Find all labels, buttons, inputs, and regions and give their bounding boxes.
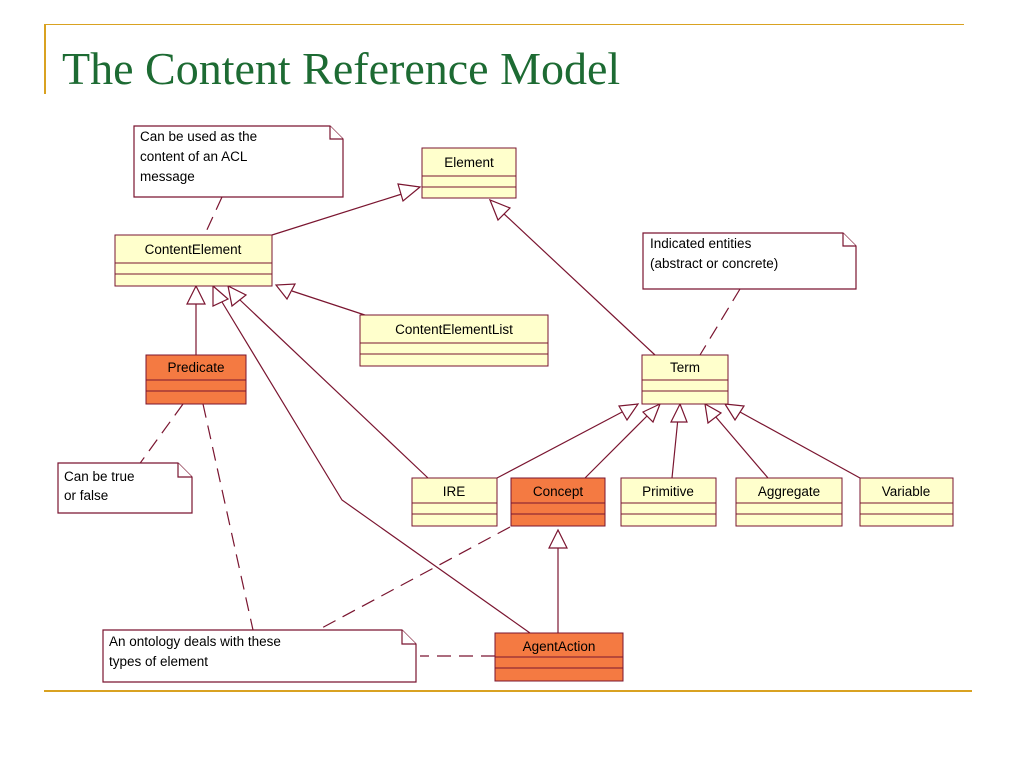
arrowhead-to-element-2 (488, 198, 512, 222)
arrowhead-to-contentelement-4 (212, 284, 230, 307)
note-ontology-line-2: types of element (109, 654, 208, 669)
line-contentelement-element (271, 192, 406, 236)
arrowhead-to-term-4 (704, 402, 723, 425)
arrowhead-to-element-1 (397, 183, 422, 203)
class-contentelement[interactable]: ContentElement (114, 234, 273, 287)
bottom-rule (44, 690, 972, 692)
note-ontology-line-1: An ontology deals with these (109, 634, 281, 649)
class-predicate-name: Predicate (167, 360, 224, 375)
arrowhead-to-term-5 (723, 403, 746, 422)
arrowhead-to-term-3 (670, 402, 688, 423)
note-ontology: An ontology deals with these types of el… (102, 629, 417, 683)
note-true-false-line-1: Can be true (64, 469, 135, 484)
generalization-arrowheads (186, 183, 746, 549)
arrowhead-to-term-1 (618, 403, 640, 422)
class-ire[interactable]: IRE (411, 477, 498, 527)
class-contentelement-name: ContentElement (145, 242, 242, 257)
arrowhead-to-concept (548, 528, 568, 549)
line-concept-term (584, 414, 649, 479)
note-entities: Indicated entities (abstract or concrete… (642, 232, 857, 290)
class-concept-name: Concept (533, 484, 584, 499)
note-entities-line-1: Indicated entities (650, 236, 752, 251)
dash-predicate-truefalse (132, 403, 184, 474)
class-contentelementlist-name: ContentElementList (395, 322, 513, 337)
note-acl-line-2: content of an ACL (140, 149, 248, 164)
class-ire-name: IRE (443, 484, 466, 499)
class-variable-name: Variable (882, 484, 931, 499)
note-entities-line-2: (abstract or concrete) (650, 256, 778, 271)
class-primitive-name: Primitive (642, 484, 694, 499)
line-agentaction-contentelement (221, 301, 531, 634)
arrowhead-to-contentelement-2 (186, 284, 206, 305)
class-aggregate[interactable]: Aggregate (735, 477, 843, 527)
class-predicate[interactable]: Predicate (145, 354, 247, 405)
title-accent-bar (44, 24, 46, 94)
class-contentelementlist[interactable]: ContentElementList (359, 314, 549, 367)
dash-acl-note (204, 196, 223, 235)
class-agentaction[interactable]: AgentAction (494, 632, 624, 682)
line-aggregate-term (714, 415, 769, 479)
note-true-false: Can be true or false (57, 462, 193, 514)
arrowhead-to-contentelement-3 (227, 284, 248, 308)
dash-predicate-ontology (202, 403, 254, 631)
dash-concept-ontology (317, 526, 511, 631)
arrowhead-to-contentelement-1 (274, 283, 297, 301)
line-variable-term (739, 411, 861, 479)
class-primitive[interactable]: Primitive (620, 477, 717, 527)
line-primitive-term (671, 417, 679, 479)
dash-entities-note (699, 288, 741, 356)
class-term-name: Term (670, 360, 700, 375)
class-variable[interactable]: Variable (859, 477, 954, 527)
relationship-lines (195, 192, 861, 634)
line-ire-term (496, 410, 625, 479)
class-term[interactable]: Term (641, 354, 729, 405)
note-connectors (132, 196, 741, 657)
class-element[interactable]: Element (421, 147, 517, 199)
note-true-false-line-2: or false (64, 488, 108, 503)
arrowhead-to-term-2 (641, 402, 662, 424)
slide-title: The Content Reference Model (62, 43, 621, 94)
line-term-element (501, 211, 656, 356)
note-acl: Can be used as the content of an ACL mes… (133, 125, 344, 198)
top-rule (44, 24, 964, 25)
class-aggregate-name: Aggregate (758, 484, 820, 499)
class-concept[interactable]: Concept (510, 477, 606, 527)
line-ire-contentelement (239, 299, 429, 479)
class-agentaction-name: AgentAction (523, 639, 596, 654)
note-acl-line-3: message (140, 169, 195, 184)
class-element-name: Element (444, 155, 494, 170)
note-acl-line-1: Can be used as the (140, 129, 257, 144)
